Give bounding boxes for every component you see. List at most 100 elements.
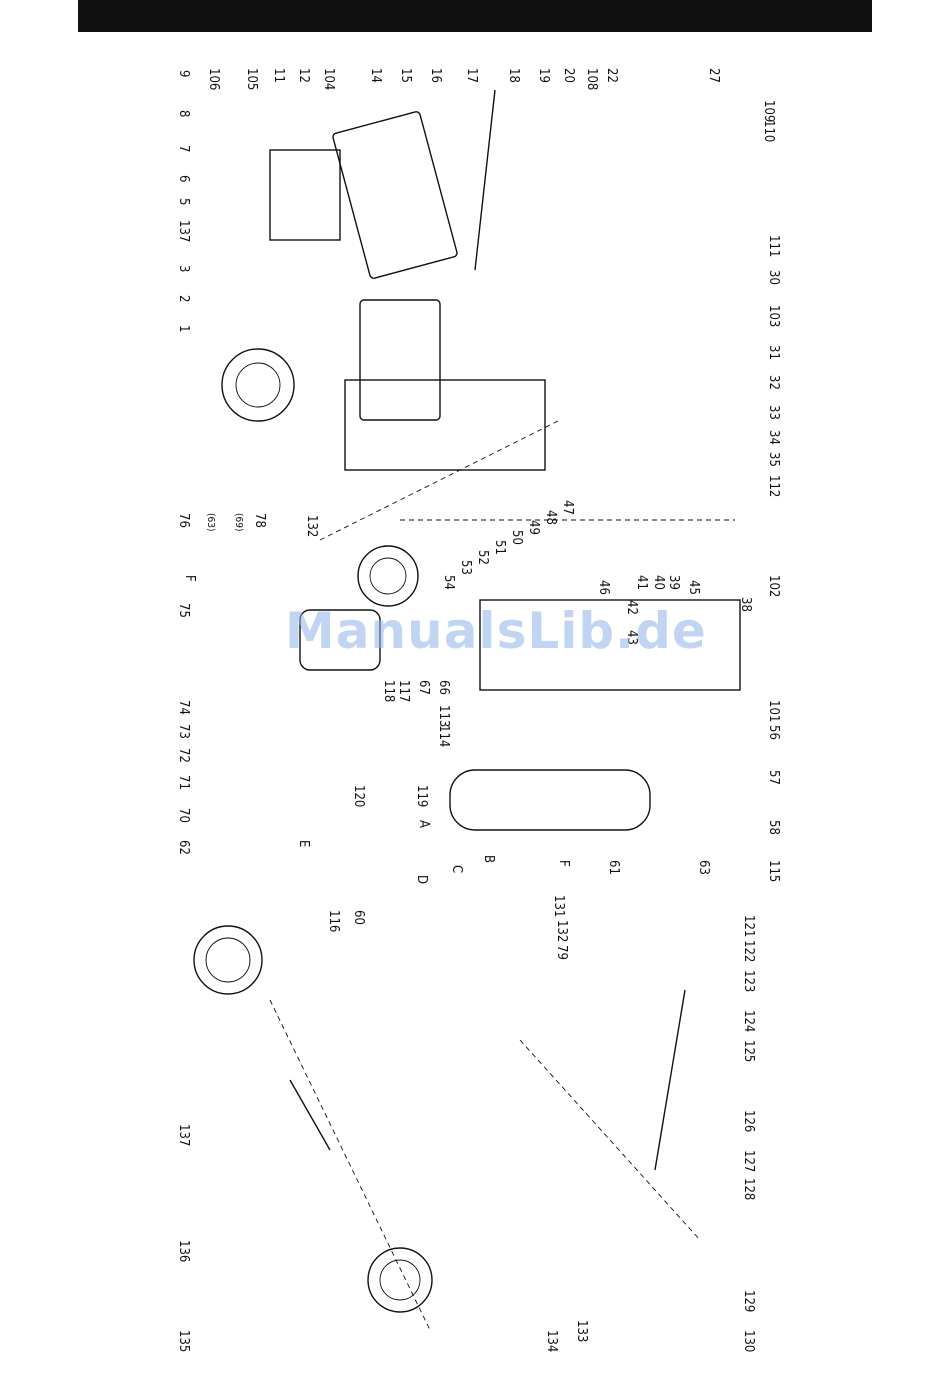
part-label-mid-17: 50 (509, 530, 524, 545)
part-label-mid-14: 53 (458, 560, 473, 575)
part-label-mid-40: F (556, 860, 571, 867)
part-label-bottom-3: 134 (544, 1330, 559, 1352)
part-label-mid-15: 52 (475, 550, 490, 565)
part-label-right-10: 38 (738, 597, 753, 612)
part-label-right-1: 30 (766, 270, 781, 285)
part-label-bottom-2: 135 (176, 1330, 191, 1352)
part-label-left-3: 5 (176, 198, 191, 205)
part-label-top-15: 27 (706, 68, 721, 83)
part-label-top-12: 20 (561, 68, 576, 83)
part-label-top-1: 106 (206, 68, 221, 90)
part-label-mid-37: B (481, 855, 496, 863)
part-label-mid-18: 49 (526, 520, 541, 535)
part-label-bottom-11: 124 (741, 1010, 756, 1032)
part-label-mid-10: 71 (176, 775, 191, 790)
part-label-left-7: 1 (176, 325, 191, 332)
part-label-right-13: 57 (766, 770, 781, 785)
part-label-bottom-17: 130 (741, 1330, 756, 1352)
part-label-mid-32: 117 (396, 680, 411, 702)
part-label-mid-24: 40 (651, 575, 666, 590)
part-label-left-2: 6 (176, 175, 191, 182)
part-label-right-11: 101 (766, 700, 781, 722)
part-label-mid-27: 43 (624, 630, 639, 645)
part-label-mid-39: D (414, 875, 429, 884)
part-label-mid-29: 113 (436, 705, 451, 727)
part-label-left-0: 8 (176, 110, 191, 117)
part-label-mid-8: 73 (176, 724, 191, 739)
part-label-bottom-5: 131 (551, 895, 566, 917)
part-label-mid-26: 42 (624, 600, 639, 615)
part-label-mid-0: 132 (304, 515, 319, 537)
part-label-right-3: 31 (766, 345, 781, 360)
part-label-bottom-14: 127 (741, 1150, 756, 1172)
part-label-bottom-0: 137 (176, 1124, 191, 1146)
part-label-mid-7: 74 (176, 700, 191, 715)
part-label-mid-3: (69) (233, 513, 244, 531)
part-label-mid-35: 120 (351, 785, 366, 807)
part-label-bottom-16: 129 (741, 1290, 756, 1312)
part-label-mid-22: 45 (686, 580, 701, 595)
part-label-mid-34: 119 (414, 785, 429, 807)
part-label-mid-42: 61 (606, 860, 621, 875)
part-label-mid-28: 114 (436, 725, 451, 747)
part-label-mid-44: 60 (351, 910, 366, 925)
part-label-top-16: 109 (761, 100, 776, 122)
part-label-right-14: 58 (766, 820, 781, 835)
part-label-right-5: 33 (766, 405, 781, 420)
part-label-mid-33: 118 (381, 680, 396, 702)
part-label-top-10: 18 (506, 68, 521, 83)
part-label-bottom-4: 133 (574, 1320, 589, 1342)
upper-assembly (193, 89, 741, 1331)
part-label-mid-1: 76 (176, 513, 191, 528)
part-label-mid-2: (63) (205, 513, 216, 531)
part-label-mid-45: 116 (326, 910, 341, 932)
part-label-top-2: 105 (244, 68, 259, 90)
part-label-top-3: 11 (271, 68, 286, 83)
part-label-top-0: 9 (176, 70, 191, 77)
part-label-mid-30: 66 (436, 680, 451, 695)
part-label-mid-21: 46 (596, 580, 611, 595)
part-label-mid-23: 39 (666, 575, 681, 590)
part-label-top-13: 108 (584, 68, 599, 90)
part-label-right-15: 115 (766, 860, 781, 882)
part-label-left-4: 137 (176, 220, 191, 242)
part-label-top-7: 15 (398, 68, 413, 83)
part-label-top-9: 17 (464, 68, 479, 83)
part-label-bottom-13: 126 (741, 1110, 756, 1132)
part-label-right-0: 111 (766, 235, 781, 257)
part-label-left-5: 3 (176, 265, 191, 272)
part-label-mid-31: 67 (416, 680, 431, 695)
part-label-mid-43: 63 (696, 860, 711, 875)
part-label-mid-5: F (182, 575, 197, 582)
part-label-mid-38: E (296, 840, 311, 847)
part-label-right-7: 35 (766, 452, 781, 467)
part-label-mid-36: A (416, 820, 431, 828)
part-label-top-14: 22 (604, 68, 619, 83)
part-label-bottom-6: 132 (554, 920, 569, 942)
part-label-mid-20: 47 (560, 500, 575, 515)
part-label-left-6: 2 (176, 295, 191, 302)
part-label-top-11: 19 (536, 68, 551, 83)
part-label-bottom-9: 122 (741, 940, 756, 962)
part-label-mid-11: 70 (176, 808, 191, 823)
part-label-mid-4: 78 (252, 513, 267, 528)
part-label-mid-9: 72 (176, 748, 191, 763)
part-label-mid-19: 48 (543, 510, 558, 525)
part-label-top-5: 104 (321, 68, 336, 90)
part-label-bottom-12: 125 (741, 1040, 756, 1062)
part-label-left-1: 7 (176, 145, 191, 152)
top-black-bar (78, 0, 872, 32)
part-label-top-6: 14 (368, 68, 383, 83)
watermark: ManualsLib.de (285, 602, 707, 660)
part-label-right-6: 34 (766, 430, 781, 445)
part-label-mid-16: 51 (492, 540, 507, 555)
part-label-bottom-1: 136 (176, 1240, 191, 1262)
part-label-top-8: 16 (428, 68, 443, 83)
part-label-mid-6: 75 (176, 603, 191, 618)
part-label-mid-41: C (449, 865, 464, 873)
part-label-right-8: 112 (766, 475, 781, 497)
part-label-right-4: 32 (766, 375, 781, 390)
part-label-bottom-15: 128 (741, 1178, 756, 1200)
